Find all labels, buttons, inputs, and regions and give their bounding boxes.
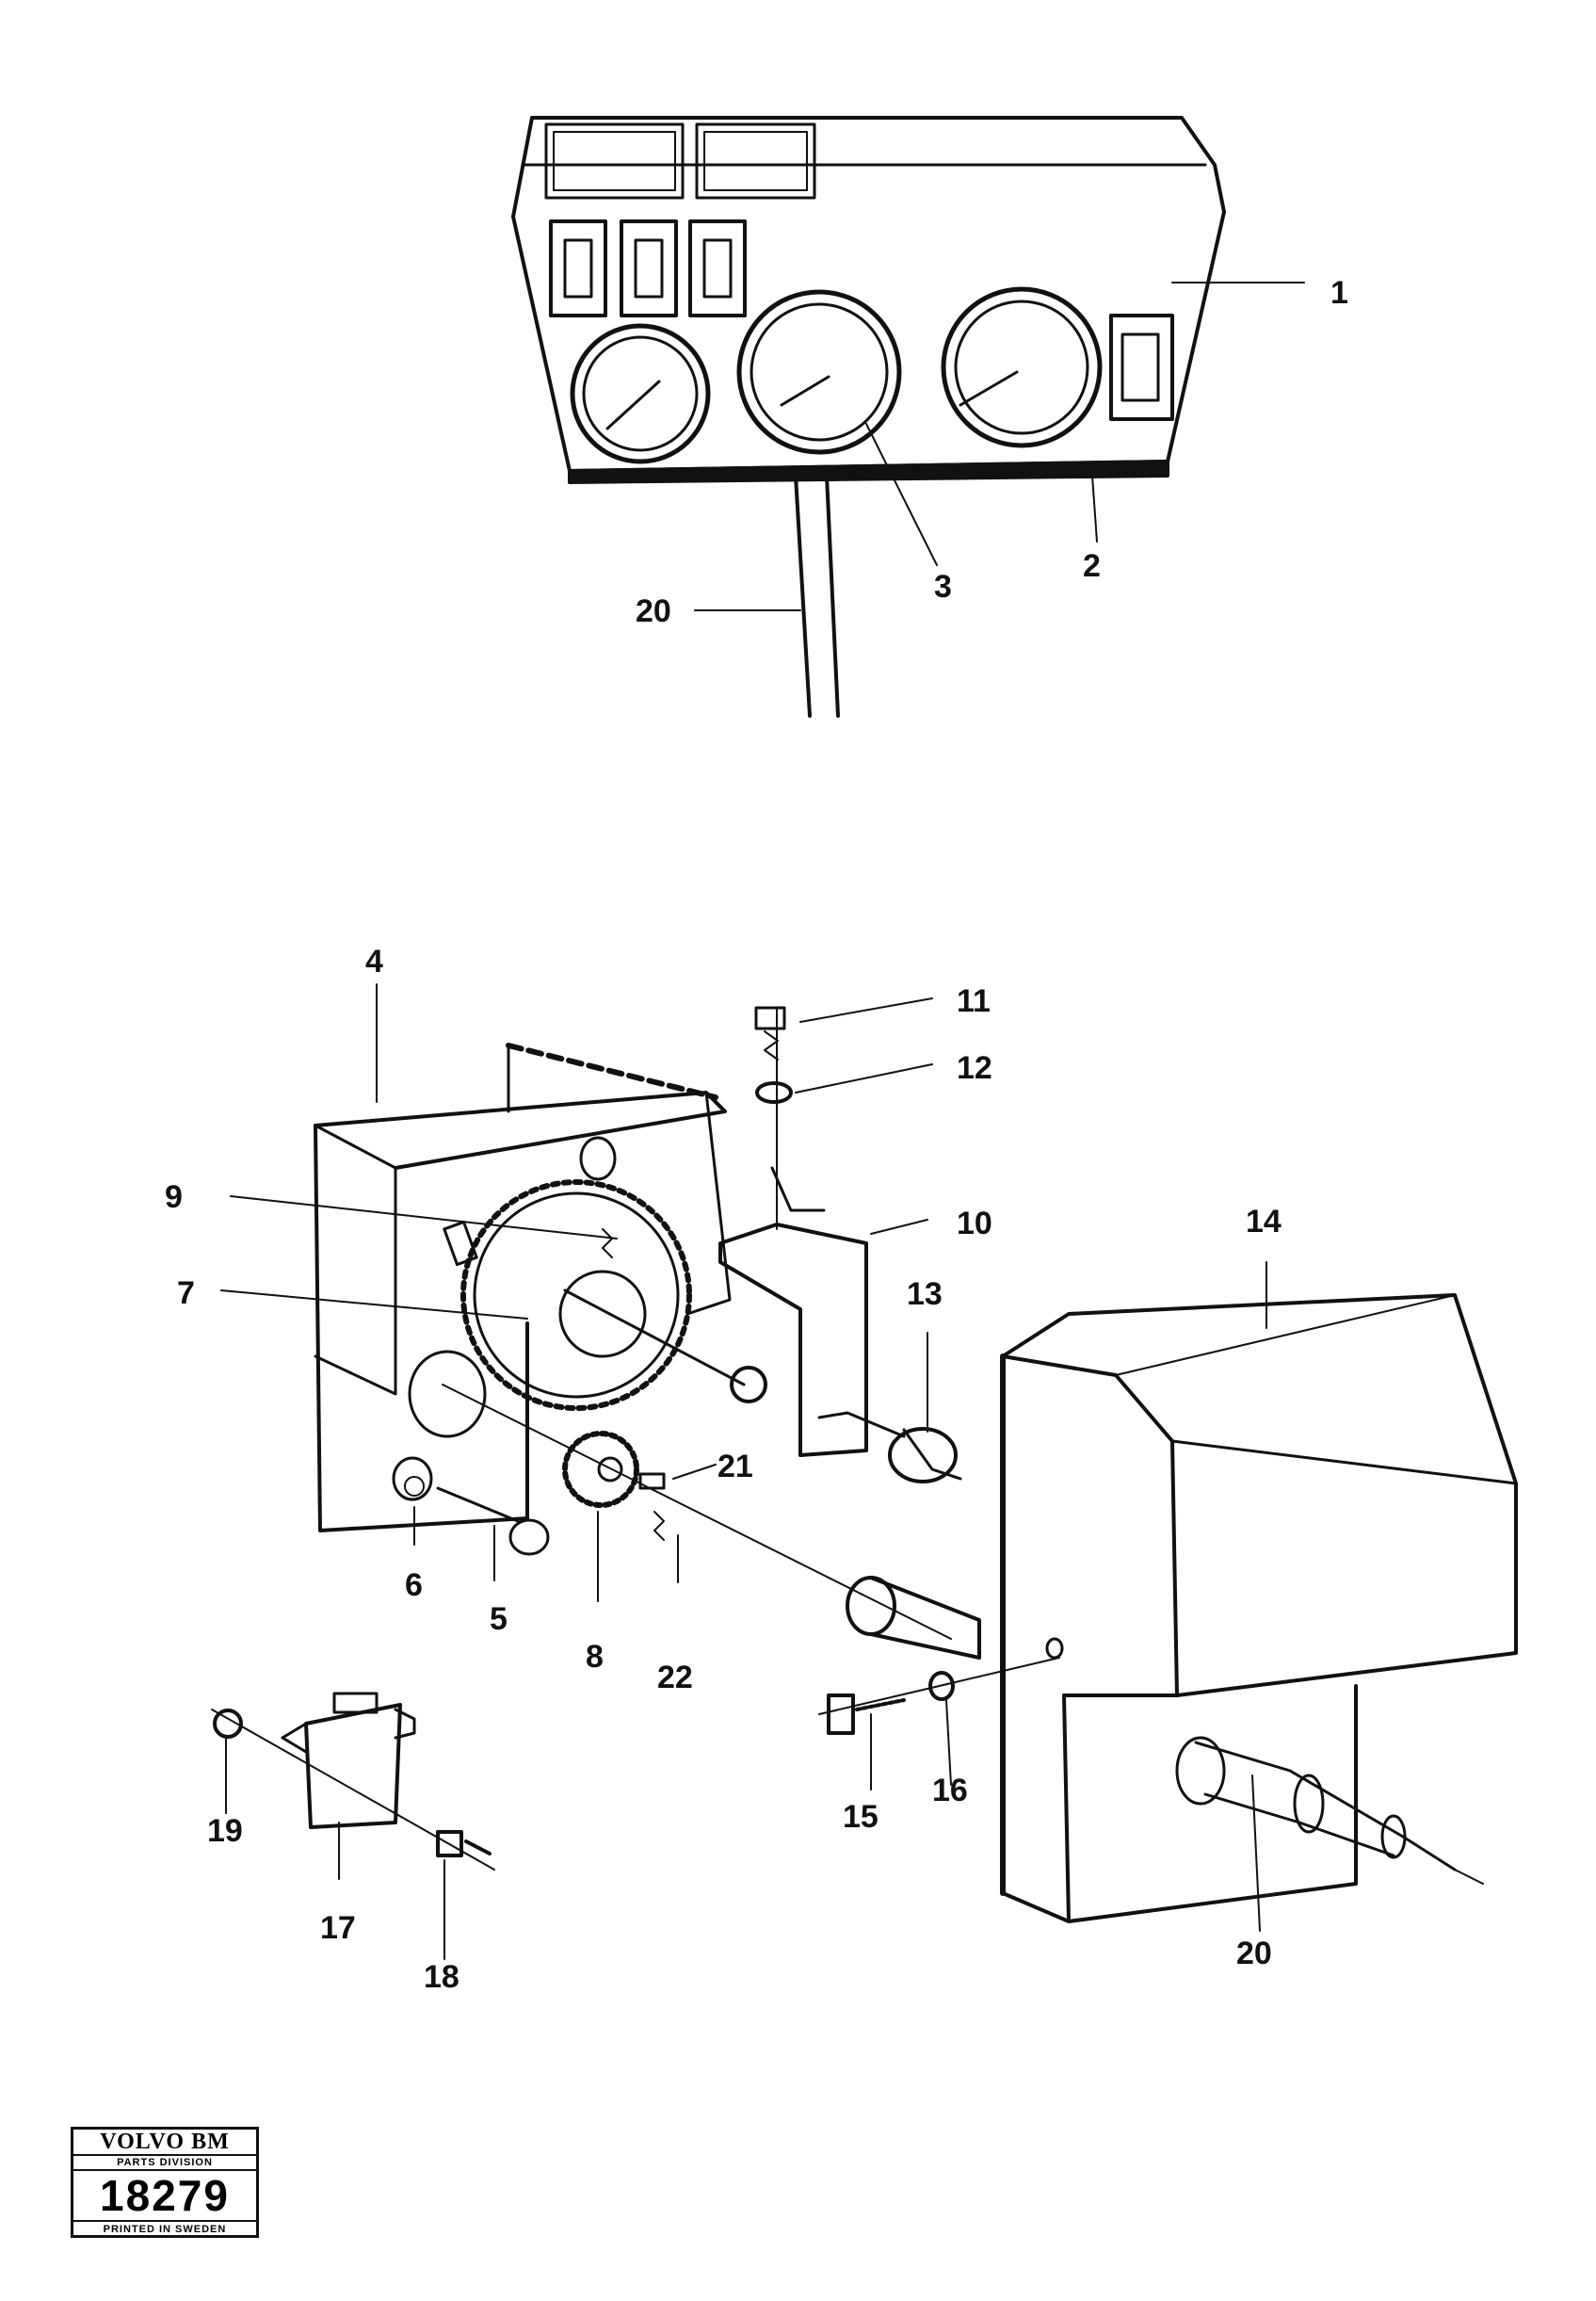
stamp-division: PARTS DIVISION <box>73 2156 256 2171</box>
callout-14: 14 <box>1246 1204 1282 1240</box>
callout-13: 13 <box>907 1276 943 1312</box>
callout-22: 22 <box>657 1660 693 1695</box>
callout-11: 11 <box>957 983 991 1019</box>
callout-18: 18 <box>424 1959 459 1995</box>
callout-8: 8 <box>586 1639 604 1675</box>
callout-15: 15 <box>843 1799 879 1835</box>
callout-3: 3 <box>934 569 952 605</box>
callout-6: 6 <box>405 1567 423 1603</box>
callout-12: 12 <box>957 1050 992 1086</box>
gear-small <box>408 1350 952 1640</box>
callout-20-bottom: 20 <box>1236 1936 1272 1971</box>
callout-20-top: 20 <box>636 593 671 629</box>
callout-2: 2 <box>1083 548 1101 584</box>
callout-19: 19 <box>207 1813 243 1849</box>
callout-10: 10 <box>957 1206 992 1241</box>
callout-9: 9 <box>165 1179 183 1215</box>
shaft-15 <box>818 1576 1060 1735</box>
stamp-number: 18279 <box>73 2171 256 2222</box>
callout-4: 4 <box>365 944 383 980</box>
callout-5: 5 <box>490 1601 508 1637</box>
bracket-housing <box>314 1043 732 1532</box>
instrument-panel <box>511 116 1226 718</box>
parts-division-stamp: VOLVO BM PARTS DIVISION 18279 PRINTED IN… <box>71 2127 259 2238</box>
callout-21: 21 <box>717 1449 753 1484</box>
callout-16: 16 <box>932 1773 968 1808</box>
bracket-10 <box>718 1007 868 1457</box>
hardware <box>392 1006 793 1556</box>
stamp-footer: PRINTED IN SWEDEN <box>103 2224 227 2235</box>
control-box <box>1000 1293 1518 1923</box>
gear-large <box>460 1179 767 1411</box>
sensor-13 <box>817 1411 962 1483</box>
callout-1: 1 <box>1330 275 1348 311</box>
relay-17 <box>211 1692 495 1871</box>
callout-17: 17 <box>320 1910 356 1946</box>
callout-7: 7 <box>177 1275 195 1311</box>
leader-lines <box>220 983 1267 1960</box>
stamp-brand: VOLVO BM <box>73 2130 256 2156</box>
